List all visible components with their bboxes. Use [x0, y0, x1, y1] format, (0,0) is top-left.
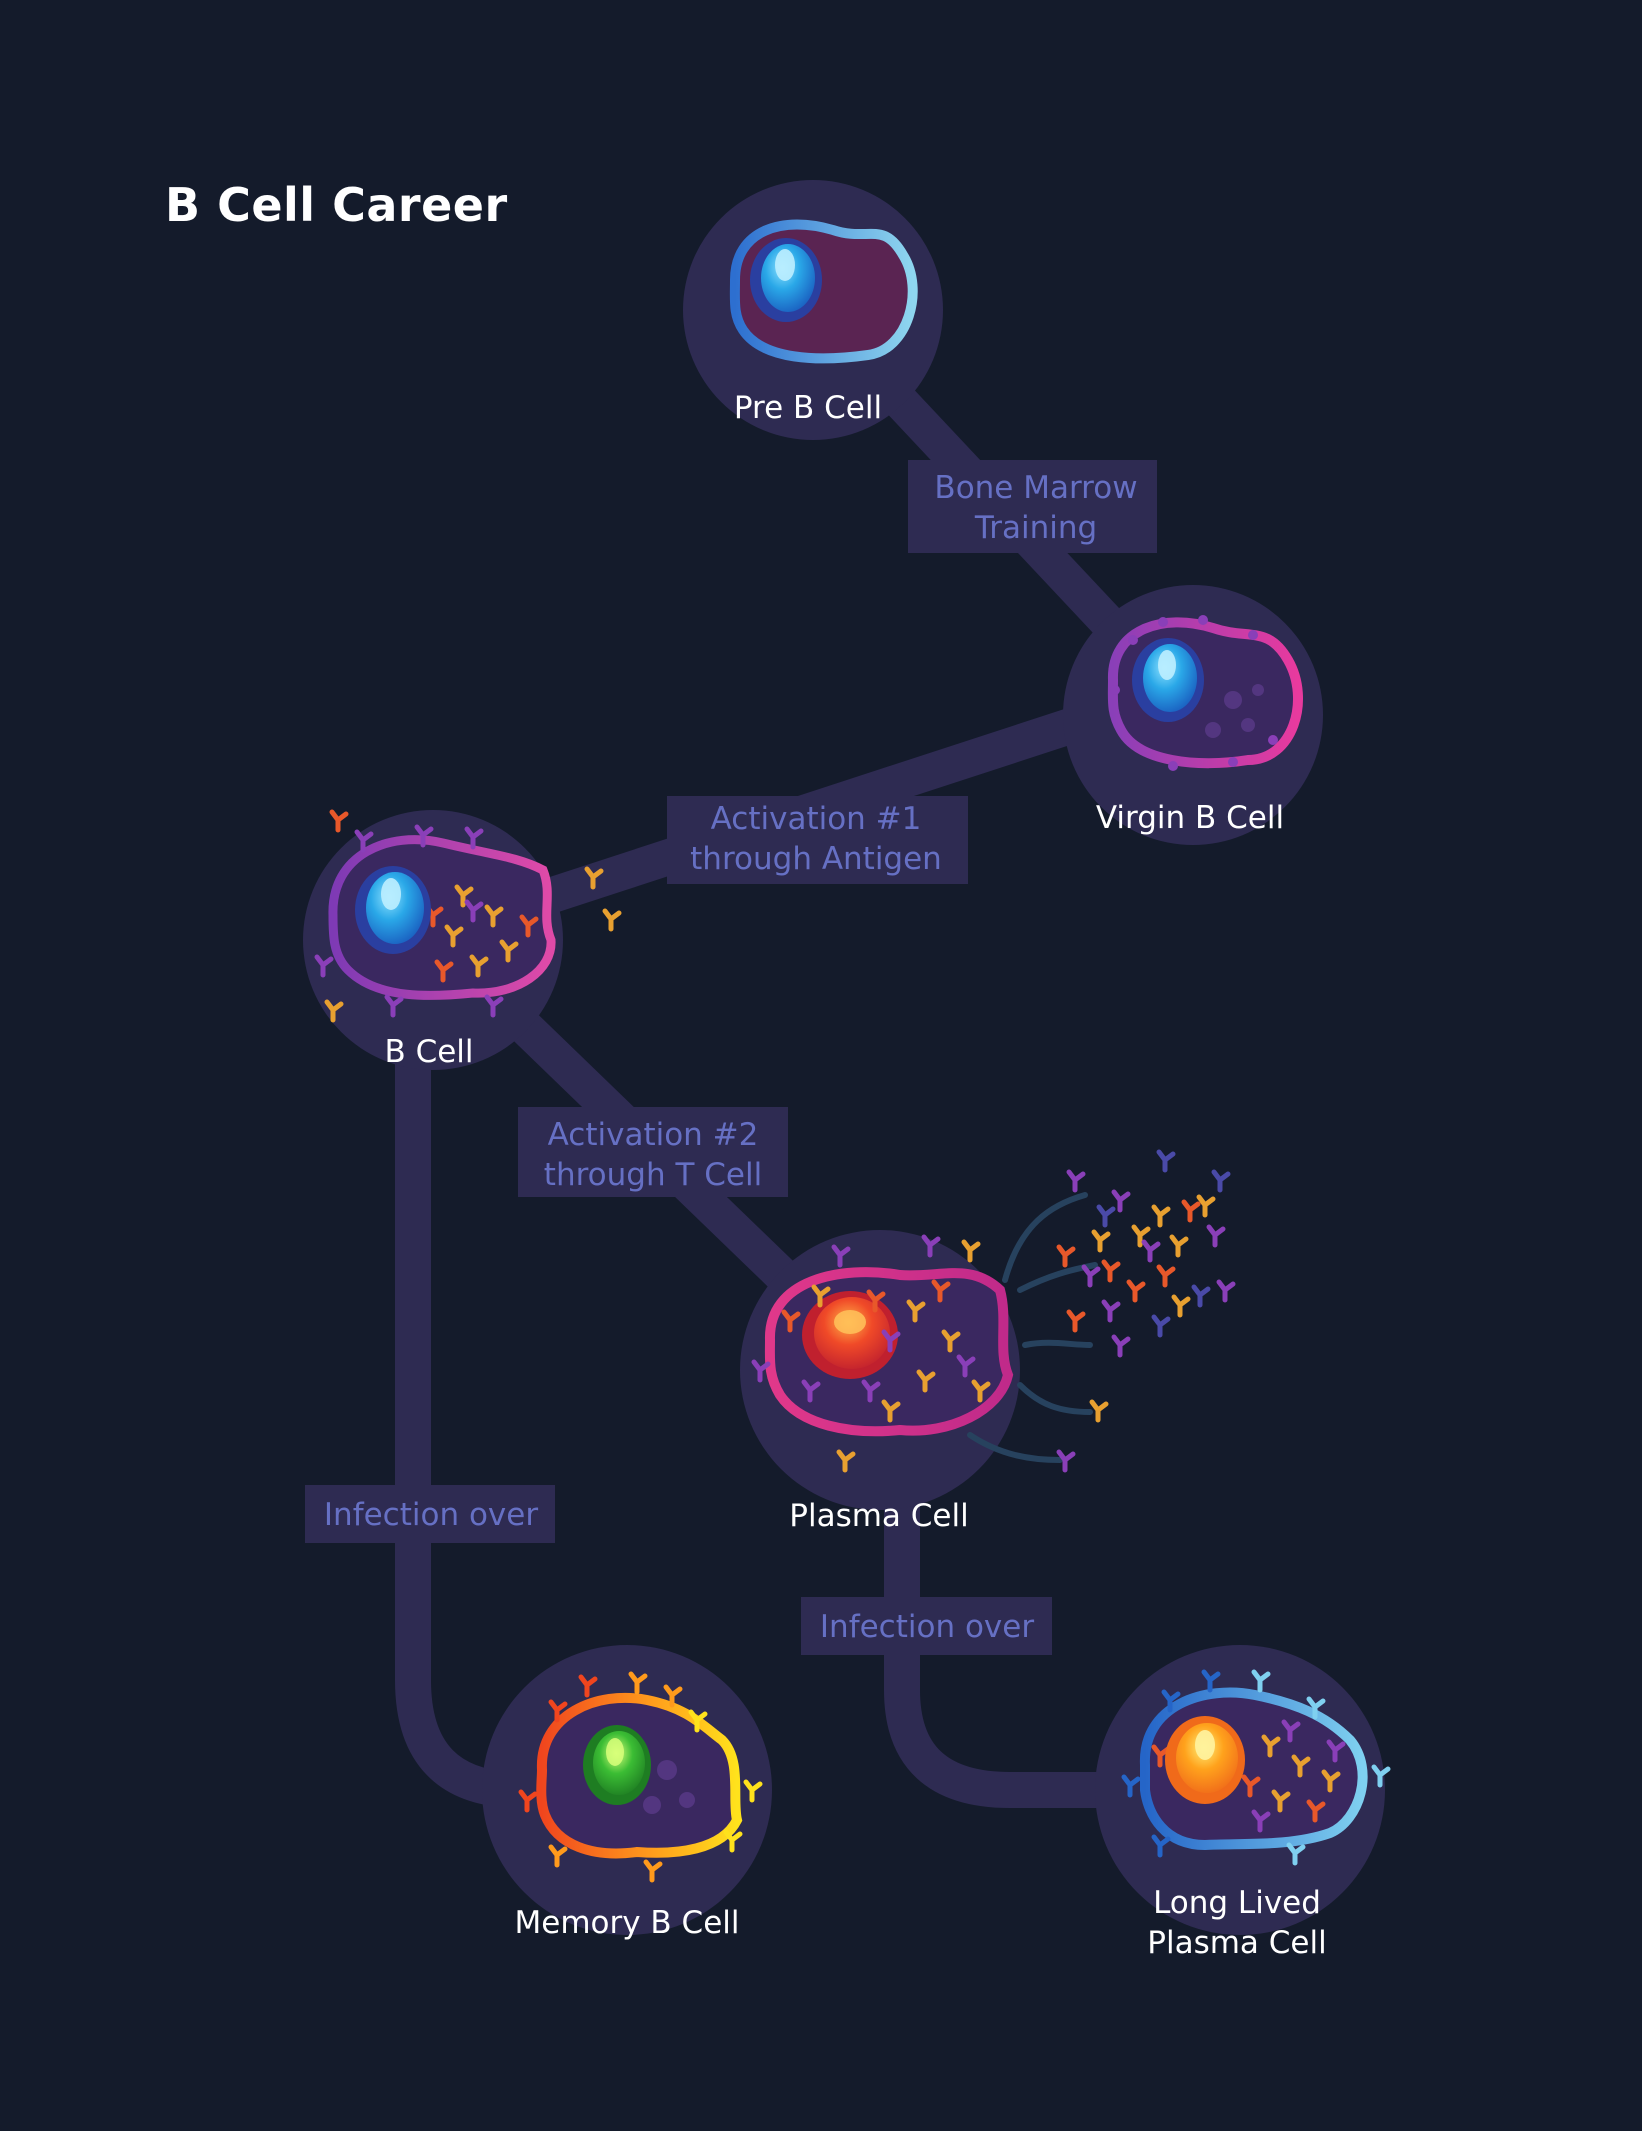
page-title: B Cell Career [165, 178, 508, 232]
memory-b-cell-illustration [518, 1671, 763, 1883]
step-box-infection-over-right [801, 1597, 1052, 1655]
plasma-cell-illustration [751, 1149, 1236, 1473]
step-box-bone-marrow [908, 460, 1157, 553]
label-long-lived-line2: Plasma Cell [1147, 1925, 1326, 1961]
label-virgin-b-cell: Virgin B Cell [1096, 800, 1284, 836]
step-bone-marrow-line1: Bone Marrow [934, 470, 1137, 506]
step-activation-2-line2: through T Cell [544, 1157, 762, 1193]
virgin-b-cell-illustration [1107, 615, 1303, 771]
pre-b-cell-illustration [729, 219, 918, 364]
step-infection-over-left: Infection over [324, 1497, 538, 1533]
step-box-activation-1 [667, 796, 968, 884]
step-box-activation-2 [518, 1107, 788, 1197]
long-lived-plasma-cell-illustration [1121, 1669, 1391, 1866]
step-activation-1-line2: through Antigen [690, 841, 942, 877]
label-long-lived-line1: Long Lived [1153, 1885, 1321, 1921]
b-cell-illustration [314, 809, 622, 1023]
label-memory-b-cell: Memory B Cell [515, 1905, 740, 1941]
label-b-cell: B Cell [384, 1034, 473, 1070]
step-bone-marrow-line2: Training [974, 510, 1097, 546]
step-activation-1-line1: Activation #1 [711, 801, 922, 837]
label-pre-b-cell: Pre B Cell [734, 390, 882, 426]
step-infection-over-right: Infection over [820, 1609, 1034, 1645]
path-plasma-to-long [884, 1352, 1258, 1808]
label-plasma-cell: Plasma Cell [789, 1498, 968, 1534]
step-activation-2-line1: Activation #2 [548, 1117, 759, 1153]
step-box-infection-over-left [305, 1485, 555, 1543]
